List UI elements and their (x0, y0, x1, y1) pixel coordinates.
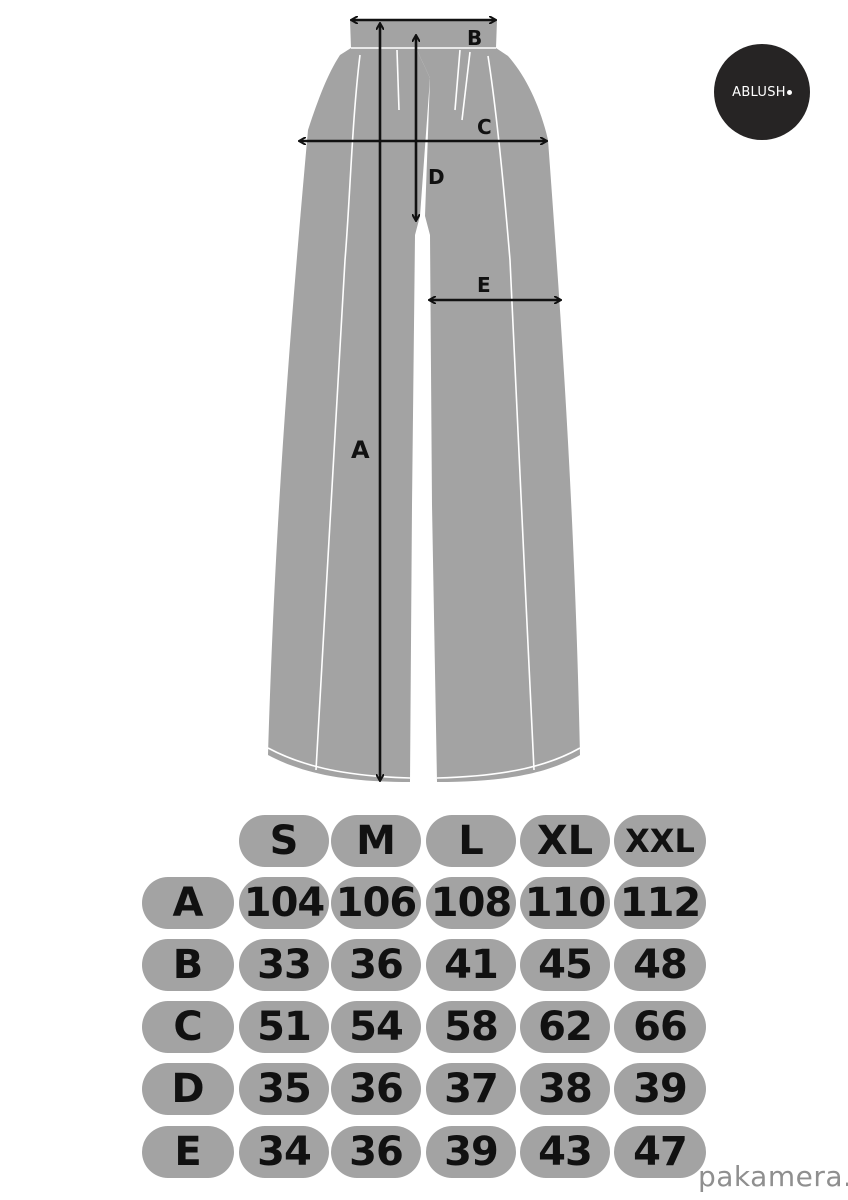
label-e: E (477, 273, 491, 297)
row-label-b: B (142, 939, 234, 991)
cell-e-xl: 43 (520, 1126, 610, 1178)
ablush-logo: ABLUSH (714, 44, 810, 140)
cell-c-xxl: 66 (614, 1001, 706, 1053)
trousers-measurement-diagram: B C D E A (267, 0, 581, 782)
cell-d-l: 37 (426, 1063, 516, 1115)
logo-dot (786, 89, 792, 95)
label-d: D (428, 165, 445, 189)
cell-a-m: 106 (331, 877, 421, 929)
left-leg (268, 48, 430, 782)
cell-e-s: 34 (239, 1126, 329, 1178)
cell-c-m: 54 (331, 1001, 421, 1053)
cell-b-xl: 45 (520, 939, 610, 991)
cell-d-xl: 38 (520, 1063, 610, 1115)
cell-b-s: 33 (239, 939, 329, 991)
row-label-e: E (142, 1126, 234, 1178)
size-header-m: M (331, 815, 421, 867)
label-c: C (477, 115, 492, 139)
cell-d-xxl: 39 (614, 1063, 706, 1115)
cell-a-xxl: 112 (614, 877, 706, 929)
cell-d-s: 35 (239, 1063, 329, 1115)
label-a: A (351, 436, 370, 464)
cell-b-l: 41 (426, 939, 516, 991)
size-header-s: S (239, 815, 329, 867)
right-leg (416, 48, 580, 782)
size-header-l: L (426, 815, 516, 867)
watermark: pakamera.pl (698, 1160, 848, 1193)
cell-d-m: 36 (331, 1063, 421, 1115)
cell-c-s: 51 (239, 1001, 329, 1053)
cell-e-m: 36 (331, 1126, 421, 1178)
cell-b-xxl: 48 (614, 939, 706, 991)
size-header-xxl: XXL (614, 815, 706, 867)
logo-text: ABLUSH (732, 84, 786, 100)
cell-c-l: 58 (426, 1001, 516, 1053)
row-label-d: D (142, 1063, 234, 1115)
cell-a-l: 108 (426, 877, 516, 929)
waistband (350, 20, 497, 48)
cell-a-s: 104 (239, 877, 329, 929)
row-label-c: C (142, 1001, 234, 1053)
cell-a-xl: 110 (520, 877, 610, 929)
cell-e-l: 39 (426, 1126, 516, 1178)
label-b: B (467, 26, 482, 50)
cell-c-xl: 62 (520, 1001, 610, 1053)
cell-e-xxl: 47 (614, 1126, 706, 1178)
row-label-a: A (142, 877, 234, 929)
cell-b-m: 36 (331, 939, 421, 991)
size-header-xl: XL (520, 815, 610, 867)
